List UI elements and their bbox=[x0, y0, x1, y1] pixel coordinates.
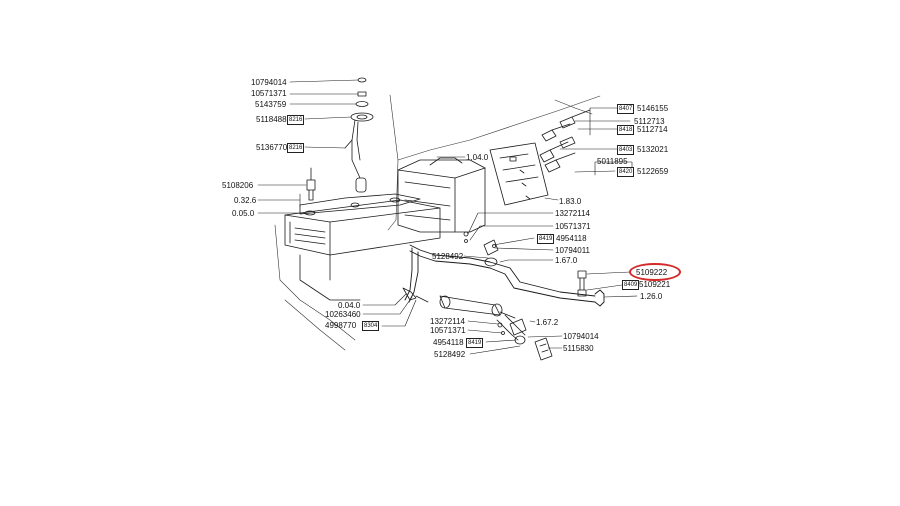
fuel-sender-unit bbox=[344, 77, 374, 193]
part-label: 5132021 bbox=[637, 145, 669, 154]
part-label: 13272114 bbox=[430, 317, 465, 326]
part-label: 4998770 bbox=[325, 321, 357, 330]
ref-box: 8420 bbox=[617, 167, 635, 177]
clamps bbox=[483, 239, 553, 361]
switches bbox=[539, 109, 591, 173]
part-label: 4954118 bbox=[556, 234, 587, 243]
ref-box: 8304 bbox=[362, 321, 380, 331]
part-label: 13272114 bbox=[555, 209, 590, 218]
part-label: 5136770 bbox=[256, 143, 288, 152]
part-label: 5128492 bbox=[432, 252, 464, 261]
part-label: 10794014 bbox=[251, 78, 287, 87]
part-label: 5143759 bbox=[255, 100, 287, 109]
ref-box: 8419 bbox=[537, 234, 555, 244]
part-label: 5115830 bbox=[563, 344, 594, 353]
part-label: 1.83.0 bbox=[559, 197, 582, 206]
part-label: 5112714 bbox=[637, 125, 668, 134]
part-label: 1.26.0 bbox=[640, 292, 663, 301]
part-label: 0.05.0 bbox=[232, 209, 255, 218]
part-label: 1.67.2 bbox=[536, 318, 559, 327]
part-label: 10794014 bbox=[563, 332, 599, 341]
mounting-plate bbox=[489, 142, 549, 206]
highlight-ellipse bbox=[629, 263, 681, 281]
part-label: 4954118 bbox=[433, 338, 464, 347]
ref-box: 8418 bbox=[617, 125, 635, 135]
ref-box: 8409 bbox=[622, 280, 640, 290]
part-label: 1.67.0 bbox=[555, 256, 578, 265]
ref-box: 8216 bbox=[287, 115, 305, 125]
part-label: 5146155 bbox=[637, 104, 669, 113]
part-label: 5118488 bbox=[256, 115, 287, 124]
drain-plug bbox=[306, 167, 316, 201]
fuel-tank bbox=[284, 193, 441, 301]
ref-box: 8403 bbox=[617, 145, 635, 155]
part-label: 5128492 bbox=[434, 350, 466, 359]
part-label: 10571371 bbox=[555, 222, 591, 231]
part-label: 10794011 bbox=[555, 246, 590, 255]
body-panel-lines bbox=[274, 94, 601, 351]
part-label: 0.32.6 bbox=[234, 196, 257, 205]
part-label: 10571371 bbox=[251, 89, 287, 98]
part-label: 1.04.0 bbox=[466, 153, 489, 162]
part-label: 5122659 bbox=[637, 167, 669, 176]
part-label: 5108206 bbox=[222, 181, 254, 190]
ref-box: 8407 bbox=[617, 104, 635, 114]
muffler bbox=[439, 295, 526, 341]
leader-lines bbox=[257, 79, 638, 355]
part-label: 5109221 bbox=[639, 280, 671, 289]
part-label: 5011895 bbox=[597, 157, 628, 166]
ref-box: 8419 bbox=[466, 338, 484, 348]
part-label: 10571371 bbox=[430, 326, 466, 335]
part-label: 0.04.0 bbox=[338, 301, 361, 310]
ref-box: 8216 bbox=[287, 143, 305, 153]
part-label: 10263460 bbox=[325, 310, 361, 319]
part-label: 5112713 bbox=[634, 117, 665, 126]
expansion-tank bbox=[397, 157, 486, 233]
